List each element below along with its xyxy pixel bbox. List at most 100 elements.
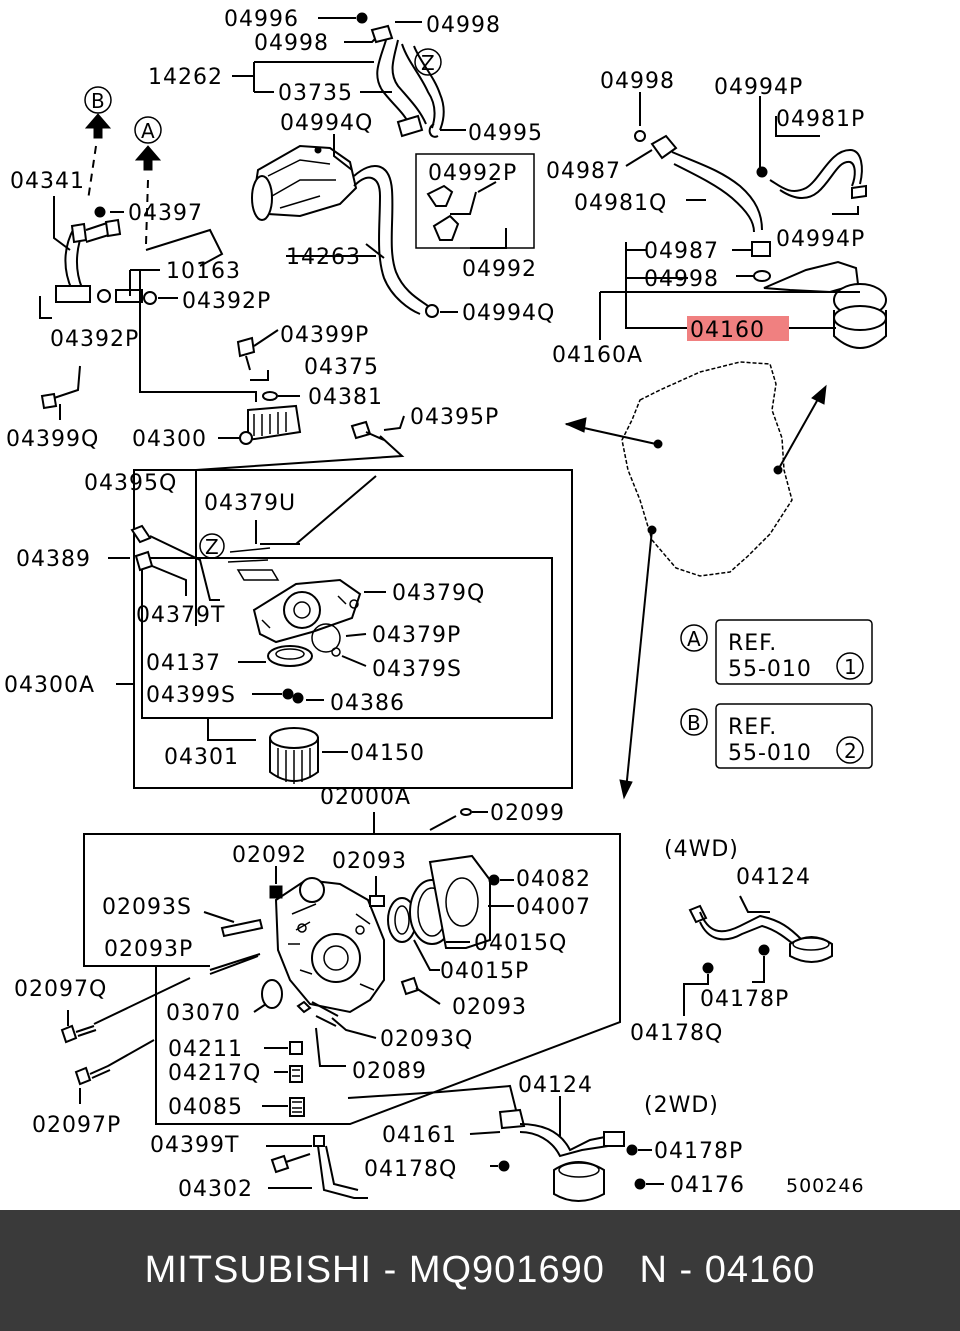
label-04176: 04176 [670, 1173, 745, 1198]
label-04178q-top: 04178Q [630, 1021, 723, 1046]
label-14263: 14263 [286, 245, 361, 270]
label-04389: 04389 [16, 547, 91, 572]
label-04379s: 04379S [372, 657, 462, 682]
label-04998: 04998 [426, 13, 501, 38]
label-02097q: 02097Q [14, 977, 107, 1002]
label-04300a: 04300A [4, 673, 95, 698]
label-04996: 04996 [224, 7, 299, 32]
label-04160a: 04160A [552, 343, 643, 368]
label-02093p: 02093P [104, 937, 193, 962]
engine-outline [564, 361, 873, 800]
label-04395p: 04395P [410, 405, 499, 430]
label-02097p: 02097P [32, 1113, 121, 1138]
footer-text: MITSUBISHI - MQ901690 N - 04160 [144, 1249, 816, 1291]
label-04150: 04150 [350, 741, 425, 766]
hose-assembly-top [232, 12, 535, 318]
label-04302: 04302 [178, 1177, 253, 1202]
label-04987-b: 04987 [644, 239, 719, 264]
label-02093q: 02093Q [380, 1027, 473, 1052]
label-04399s: 04399S [146, 683, 236, 708]
part-number-footer: MITSUBISHI - MQ901690 N - 04160 [0, 1210, 960, 1331]
label-04137: 04137 [146, 651, 221, 676]
ref-b-line2: 55-010 [728, 741, 812, 766]
label-14262: 14262 [148, 65, 223, 90]
label-04007: 04007 [516, 895, 591, 920]
label-02000a: 02000A [320, 785, 411, 810]
label-04998: 04998 [254, 31, 329, 56]
label-04300: 04300 [132, 427, 207, 452]
label-02099: 02099 [490, 801, 565, 826]
label-02093s: 02093S [102, 895, 192, 920]
callout-b: B [91, 89, 106, 113]
label-04992p: 04992P [428, 161, 517, 186]
oil-cooler-hoses-right [599, 92, 887, 349]
part-labels: 04996 04998 04998 Z 14262 03735 04994Q 0… [4, 7, 865, 1202]
parts-diagram: 04996 04998 04998 Z 14262 03735 04994Q 0… [4, 7, 887, 1202]
label-04375: 04375 [304, 355, 379, 380]
label-04124: 04124 [518, 1073, 593, 1098]
callout-z-top: Z [421, 51, 436, 75]
filter-bracket-group [108, 415, 573, 789]
oil-pipes-left [39, 86, 257, 420]
diagram-number: 500246 [786, 1175, 865, 1197]
ref-b-line1: REF. [728, 715, 777, 740]
label-04981q: 04981Q [574, 191, 667, 216]
label-04399q: 04399Q [6, 427, 99, 452]
label-04085: 04085 [168, 1095, 243, 1120]
oil-pump-assembly [60, 808, 833, 1202]
label-10163: 10163 [166, 259, 241, 284]
label-04379u: 04379U [204, 491, 296, 516]
label-04178p-top: 04178P [700, 987, 789, 1012]
label-04217q: 04217Q [168, 1061, 261, 1086]
label-04981p: 04981P [776, 107, 865, 132]
label-02093: 02093 [332, 849, 407, 874]
label-04995: 04995 [468, 121, 543, 146]
label-04386: 04386 [330, 691, 405, 716]
ref-a-line1: REF. [728, 631, 777, 656]
label-04392p-left: 04392P [50, 327, 139, 352]
oil-cooler-04300 [218, 329, 302, 445]
label-02092: 02092 [232, 843, 307, 868]
label-04341: 04341 [10, 169, 85, 194]
label-04082: 04082 [516, 867, 591, 892]
ref-a-line2: 55-010 [728, 657, 812, 682]
label-04381: 04381 [308, 385, 383, 410]
label-04399p: 04399P [280, 323, 369, 348]
label-04992: 04992 [462, 257, 537, 282]
label-03070: 03070 [166, 1001, 241, 1026]
label-04994p: 04994P [714, 75, 803, 100]
label-04994q: 04994Q [280, 111, 373, 136]
label-03735: 03735 [278, 81, 353, 106]
label-02089: 02089 [352, 1059, 427, 1084]
highlight-04160 [687, 316, 789, 341]
label-2wd: (2WD) [644, 1093, 719, 1118]
label-04998-right: 04998 [600, 69, 675, 94]
ref-a-callout: A [687, 627, 702, 651]
label-04160: 04160 [690, 318, 765, 343]
label-04998-d: 04998 [644, 267, 719, 292]
label-04397: 04397 [128, 201, 203, 226]
ref-b-callout: B [687, 711, 702, 735]
label-04015p: 04015P [440, 959, 529, 984]
label-04399t: 04399T [150, 1133, 239, 1158]
callout-a: A [141, 119, 156, 143]
label-04178p: 04178P [654, 1139, 743, 1164]
label-04301: 04301 [164, 745, 239, 770]
label-04994q-mid: 04994Q [462, 301, 555, 326]
ref-b-number: 2 [844, 739, 858, 763]
label-4wd: (4WD) [664, 837, 739, 862]
label-04379q: 04379Q [392, 581, 485, 606]
label-04395q: 04395Q [84, 471, 177, 496]
ref-a-number: 1 [844, 655, 858, 679]
label-04987: 04987 [546, 159, 621, 184]
label-04211: 04211 [168, 1037, 243, 1062]
label-04994p-mid: 04994P [776, 227, 865, 252]
label-04124-top: 04124 [736, 865, 811, 890]
callout-z-mid: Z [205, 535, 220, 559]
label-04178q: 04178Q [364, 1157, 457, 1182]
label-02093-b: 02093 [452, 995, 527, 1020]
label-04392p: 04392P [182, 289, 271, 314]
label-04379p: 04379P [372, 623, 461, 648]
label-04015q: 04015Q [474, 931, 567, 956]
label-04379t: 04379T [136, 603, 225, 628]
